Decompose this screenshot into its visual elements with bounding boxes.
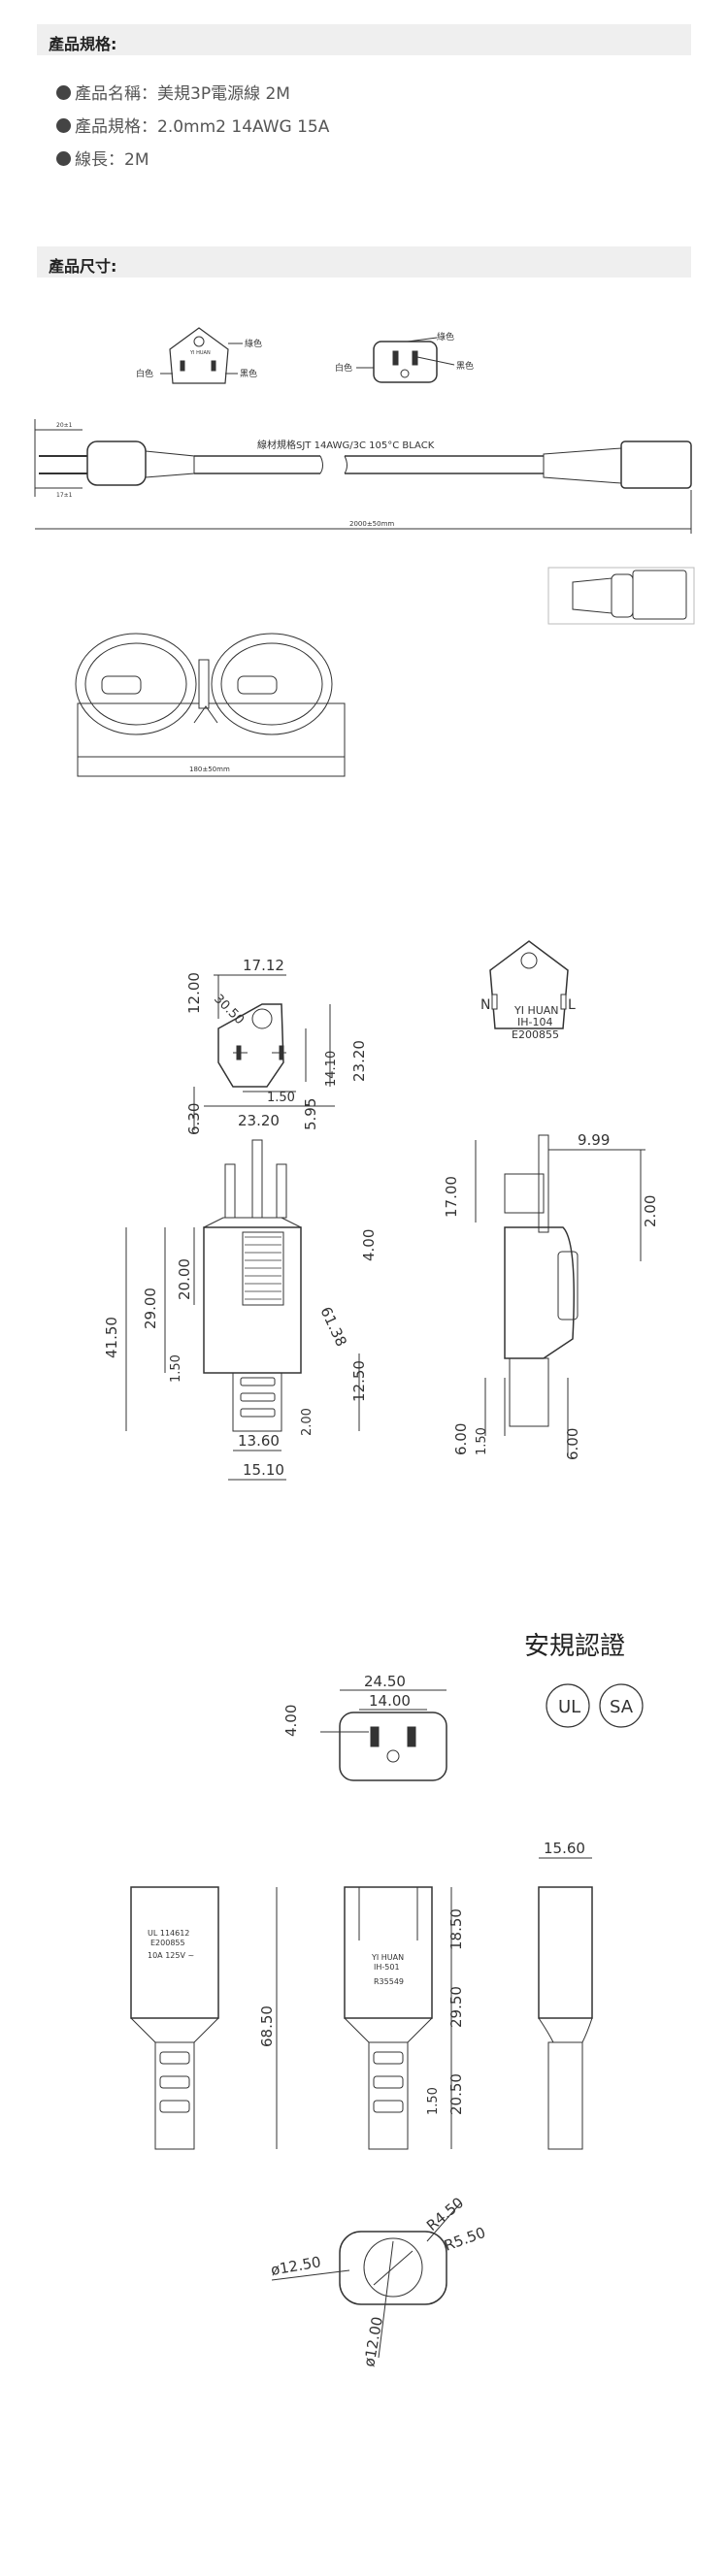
dim-neck: 2.00	[300, 1408, 314, 1436]
dim-grip-h: 20.00	[176, 1258, 193, 1300]
dim-side-b2: 1.50	[475, 1427, 489, 1455]
cert-title: 安規認證	[524, 1632, 625, 1661]
dim-width: 23.20	[350, 1040, 368, 1082]
cable-spec-text: 線材規格SJT 14AWG/3C 105°C BLACK	[257, 439, 435, 451]
dim-top-w: 17.12	[243, 957, 284, 974]
label-green-2: 綠色	[437, 331, 454, 342]
dim-pin-t: 2.00	[642, 1195, 659, 1227]
spec-item-length: 線長：2M	[56, 146, 149, 170]
conn-total-h: 68.50	[258, 2005, 276, 2047]
conn-r1: R4.50	[423, 2194, 467, 2234]
plug-dim-a: 20±1	[56, 422, 73, 429]
spec-section-title: 產品規格:	[49, 35, 117, 53]
dim-pin-gap: 14.10	[324, 1051, 339, 1087]
bullet-icon	[56, 118, 71, 133]
dim-cap-h: 4.00	[360, 1229, 378, 1261]
conn-label-left-2: E200855	[150, 1939, 185, 1947]
dim-drop: 5.95	[302, 1098, 319, 1130]
dim-side-b1: 6.00	[452, 1423, 470, 1455]
csa-logo	[599, 1683, 644, 1728]
cable-length-text: 2000±50mm	[349, 520, 394, 528]
label-white-2: 白色	[335, 362, 352, 374]
dim-pin-len: 17.00	[443, 1176, 460, 1218]
dim-pin-w: 1.50	[267, 1091, 295, 1105]
face-brand: YI HUAN	[513, 1004, 559, 1017]
face-l: L	[568, 997, 576, 1013]
dim-side-w: 9.99	[578, 1131, 610, 1149]
conn-mid-h: 29.50	[447, 1986, 465, 2028]
ul-logo-text: UL	[558, 1697, 580, 1717]
conn-inner-w: 14.00	[369, 1692, 411, 1710]
dim-section-header: 產品尺寸:	[37, 246, 691, 277]
dim-body-h: 29.00	[142, 1288, 159, 1329]
bullet-icon	[56, 85, 71, 100]
conn-neck: 1.50	[426, 2087, 441, 2115]
csa-logo-text: SA	[610, 1697, 634, 1717]
conn-r2: R5.50	[442, 2224, 487, 2255]
dim-curve-r: 61.38	[316, 1304, 349, 1350]
dim-neck-w: 13.60	[238, 1432, 280, 1450]
bullet-icon	[56, 151, 71, 166]
label-green: 綠色	[245, 338, 262, 349]
coil-size-text: 180±50mm	[189, 766, 230, 773]
dim-left-h: 6.30	[185, 1103, 203, 1135]
spec-item-name: 產品名稱：美規3P電源線 2M	[56, 80, 290, 104]
spec-section-header: 產品規格:	[37, 24, 691, 55]
dim-side-b3: 6.00	[564, 1428, 581, 1460]
conn-label-left-1: UL 114612	[148, 1929, 189, 1938]
plug-face-label: YI HUAN	[189, 350, 211, 356]
plug-dim-b: 17±1	[56, 492, 73, 499]
label-black-2: 黑色	[456, 360, 474, 372]
conn-pin-h: 4.00	[282, 1705, 300, 1737]
plug-dimension-drawing: 17.12 12.00 30.50 23.20 14.10 1.50 23.20…	[103, 940, 659, 1481]
label-white: 白色	[136, 368, 153, 379]
conn-dia2: ø12.00	[360, 2315, 386, 2367]
dim-total-h: 41.50	[103, 1317, 120, 1358]
dim-base-w: 15.10	[243, 1461, 284, 1479]
face-model: IH-104	[517, 1016, 552, 1028]
dim-tail-h: 12.50	[350, 1360, 368, 1402]
dim-bottom-w: 23.20	[238, 1112, 280, 1129]
dim-section-title: 產品尺寸:	[49, 257, 117, 276]
conn-label-mid-1: YI HUAN	[371, 1953, 404, 1962]
connector-dimension-drawing: 安規認證 UL SA	[130, 1632, 644, 2368]
conn-label-mid-2: IH-501	[374, 1963, 400, 1972]
conn-top-h: 18.50	[447, 1908, 465, 1950]
cable-overview-drawing: YI HUAN 綠色 白色 黑色 綠色 白色 黑色 線材規格SJT 14AWG/…	[34, 327, 695, 777]
conn-tail-h: 20.50	[447, 2073, 465, 2115]
conn-label-mid-3: R35549	[374, 1977, 404, 1986]
conn-outer-w: 24.50	[364, 1673, 406, 1690]
conn-side-w: 15.60	[544, 1840, 585, 1857]
conn-label-left-3: 10A 125V ~	[148, 1951, 194, 1960]
label-black: 黑色	[240, 368, 257, 379]
ul-logo	[546, 1683, 590, 1728]
spec-item-spec: 產品規格：2.0mm2 14AWG 15A	[56, 113, 329, 137]
dim-top-h: 12.00	[185, 972, 203, 1014]
face-n: N	[480, 997, 490, 1013]
face-cert: E200855	[512, 1028, 559, 1041]
dim-tail-w: 1.50	[169, 1354, 183, 1383]
